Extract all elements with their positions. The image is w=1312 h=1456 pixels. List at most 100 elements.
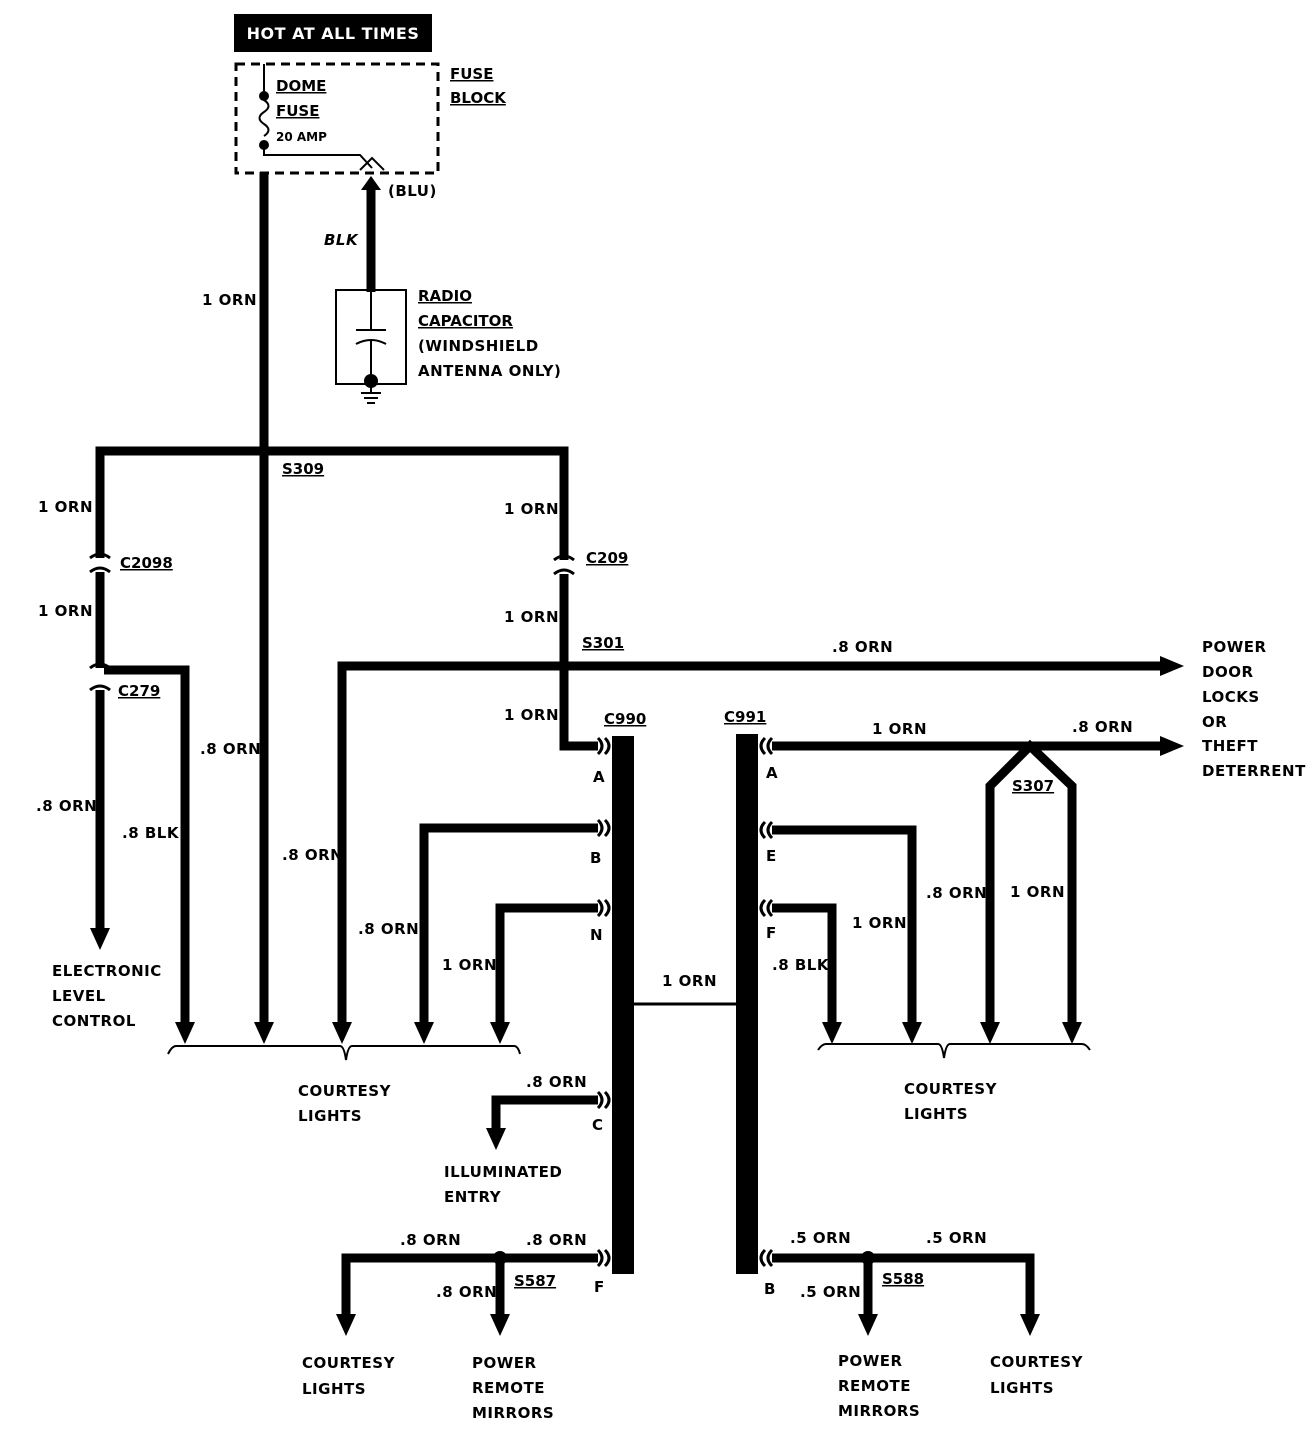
arrow-door-locks-2 [1160,736,1184,756]
arrow-s307-right [1062,1022,1082,1044]
door-locks-label-5: THEFT [1202,737,1258,755]
s587-down-wire-label: .8 ORN [436,1283,497,1301]
arrow-c279-courtesy [175,1022,195,1044]
radio-capacitor-label-3: (WINDSHIELD [418,337,539,355]
c2098-connector-icon [89,552,111,574]
c990-c-wire-label: .8 ORN [526,1073,587,1091]
hot-at-all-times-box [234,14,432,52]
courtesy-brace-right [817,1043,1091,1059]
mirrors-left-label-2: REMOTE [472,1379,545,1397]
arrow-s588-courtesy [1020,1314,1040,1336]
radio-capacitor-label-1: RADIO [418,287,472,305]
c990-pin-n: N [590,926,603,944]
courtesy-brace-left [167,1045,521,1061]
c990-pin-b: B [590,849,602,867]
s307-label: S307 [1012,777,1054,795]
mirrors-right-label-2: REMOTE [838,1377,911,1395]
c279-label: C279 [118,682,160,700]
courtesy-left-label-2: LIGHTS [298,1107,362,1125]
c2098-label: C2098 [120,554,173,572]
c991-pin-e: E [766,847,777,865]
blu-terminal-label: (BLU) [388,182,437,200]
courtesy-bl-label-2: LIGHTS [302,1380,366,1398]
c991-pin-a: A [766,764,778,782]
arrow-n-courtesy [490,1022,510,1044]
s588-label: S588 [882,1270,924,1288]
c991-label: C991 [724,708,766,726]
c991-e-in-wire-label: 1 ORN [852,914,907,932]
radio-capacitor-label-2: CAPACITOR [418,312,513,330]
elc-label-1: ELECTRONIC [52,962,162,980]
s309-label: S309 [282,460,324,478]
c991-f-wire-label: .8 BLK [772,956,830,974]
courtesy-bl-label-1: COURTESY [302,1354,396,1372]
center-orn-wire-label: .8 ORN [282,846,343,864]
left-mid-wire-label: 1 ORN [38,602,93,620]
mirrors-right-label-1: POWER [838,1352,903,1370]
courtesy-right-label-1: COURTESY [904,1080,998,1098]
mirrors-left-label-1: POWER [472,1354,537,1372]
s301-run-wire-label: .8 ORN [832,638,893,656]
c990-b-wire-label: .8 ORN [358,920,419,938]
fuse-block-label-1: FUSE [450,65,493,83]
c991-bus-bar [736,734,758,1274]
arrow-s307-left [980,1022,1000,1044]
arrow-s588-mirrors [858,1314,878,1336]
c991-a-out-wire-label: .8 ORN [1072,718,1133,736]
courtesy-right-label-2: LIGHTS [904,1105,968,1123]
door-locks-label-6: DETERRENT [1202,762,1306,780]
courtesy-br-label-2: LIGHTS [990,1379,1054,1397]
bridge-wire-label: 1 ORN [662,972,717,990]
elc-label-2: LEVEL [52,987,106,1005]
dome-fuse-label-2: FUSE [276,102,319,120]
arrow-s587-courtesy [336,1314,356,1336]
arrow-main-courtesy [254,1022,274,1044]
capacitor-ground-terminal [364,374,378,388]
left-lower-wire-label: .8 ORN [36,797,97,815]
c991-a-wire-label: 1 ORN [872,720,927,738]
c209-upper-wire-label: 1 ORN [504,500,559,518]
s587-label: S587 [514,1272,556,1290]
c990-label: C990 [604,710,646,728]
fuse-block-outline [234,62,440,175]
c991-pin-f: F [766,924,777,942]
arrow-s587-mirrors [490,1314,510,1336]
c990-f-wire-label: .8 ORN [526,1231,587,1249]
mirrors-left-label-3: MIRRORS [472,1404,554,1422]
s588-right-wire-label: .5 ORN [926,1229,987,1247]
c990-pin-c: C [592,1116,604,1134]
mirrors-right-label-3: MIRRORS [838,1402,920,1420]
door-locks-label-1: POWER [1202,638,1267,656]
hot-at-all-times-label: HOT AT ALL TIMES [247,24,420,43]
fuse-rating-label: 20 AMP [276,130,327,144]
s307-right-wire-label: 1 ORN [1010,883,1065,901]
elc-blk-label: .8 BLK [122,824,180,842]
c990-bus-bar [612,736,634,1274]
illuminated-entry-label-2: ENTRY [444,1188,502,1206]
s587-left-wire-label: .8 ORN [400,1231,461,1249]
c990-pin-a: A [593,768,605,786]
fuse-icon [258,99,270,137]
c990-pin-f: F [594,1278,605,1296]
main-feed-label: 1 ORN [202,291,257,309]
c209-connector-icon [553,554,575,576]
c991-b-wire-label: .5 ORN [790,1229,851,1247]
fuse-block-label-2: BLOCK [450,89,507,107]
c209-label: C209 [586,549,628,567]
arrow-elc [90,928,110,950]
door-locks-label-4: OR [1202,713,1227,731]
elc-label-3: CONTROL [52,1012,136,1030]
arrow-b-courtesy [414,1022,434,1044]
c279-orn-label: .8 ORN [200,740,261,758]
left-upper-wire-label: 1 ORN [38,498,93,516]
courtesy-br-label-1: COURTESY [990,1353,1084,1371]
c990-n-wire-label: 1 ORN [442,956,497,974]
blu-terminal-icon [359,156,385,171]
c991-pin-b: B [764,1280,776,1298]
s588-down-wire-label: .5 ORN [800,1283,861,1301]
c209-lower-wire-label: 1 ORN [504,608,559,626]
arrow-e-courtesy [902,1022,922,1044]
radio-capacitor-label-4: ANTENNA ONLY) [418,362,561,380]
arrow-f-courtesy [822,1022,842,1044]
